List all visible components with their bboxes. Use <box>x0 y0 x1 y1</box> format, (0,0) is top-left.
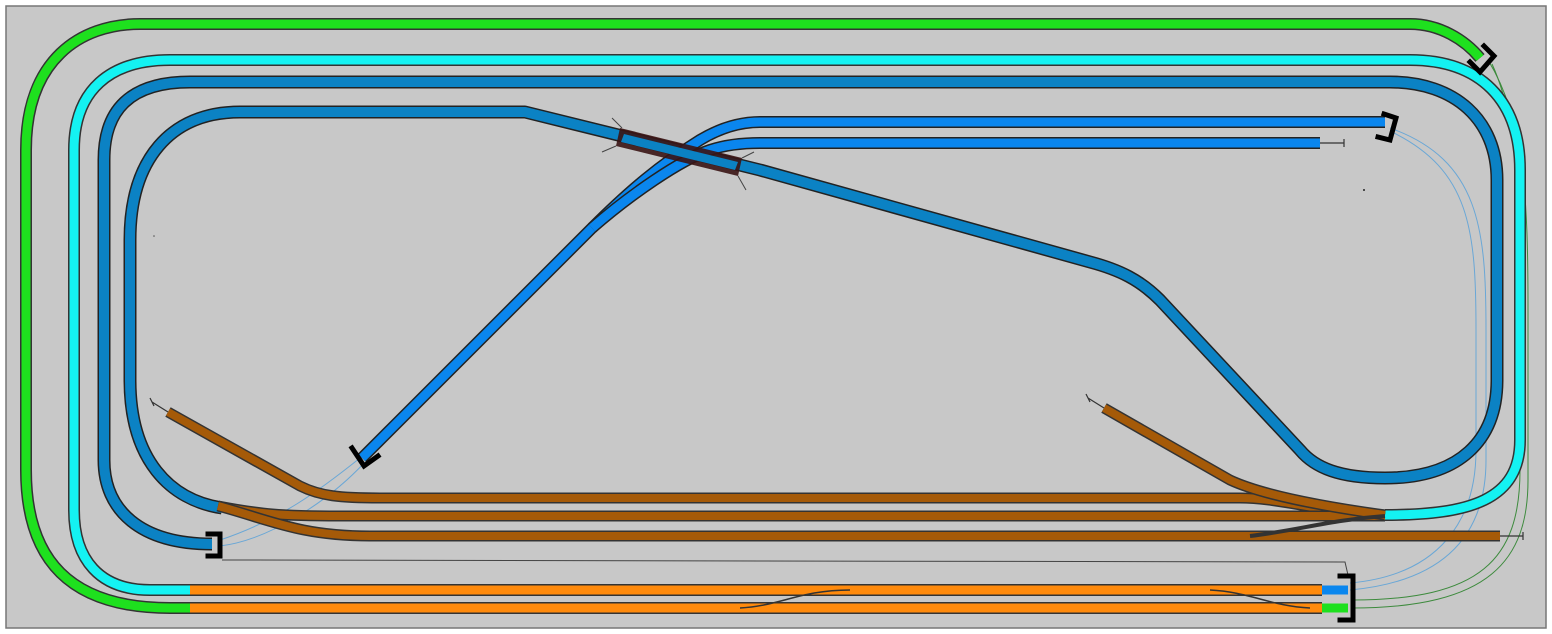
staging-tracks <box>190 584 1348 614</box>
track-end-icon <box>149 397 169 413</box>
buffer-stop-icon <box>205 531 223 559</box>
yard-tracks <box>165 403 1500 542</box>
track-end-icon <box>1500 532 1524 540</box>
buffer-stop-icon <box>1374 110 1400 144</box>
green-loop-track <box>20 18 1485 614</box>
bridge <box>601 117 755 191</box>
track-end-icon <box>1320 139 1345 147</box>
buffer-stop-icon <box>348 444 382 470</box>
cyan-loop-track <box>68 54 1526 596</box>
track-end-icon <box>1085 393 1105 409</box>
buffer-stops <box>205 42 1498 623</box>
marker-dots <box>153 189 1365 237</box>
track-ends <box>149 139 1524 540</box>
buffer-stop-icon <box>1466 42 1498 76</box>
blue-loop-track <box>97 75 1504 551</box>
buffer-stop-icon <box>1337 573 1356 623</box>
